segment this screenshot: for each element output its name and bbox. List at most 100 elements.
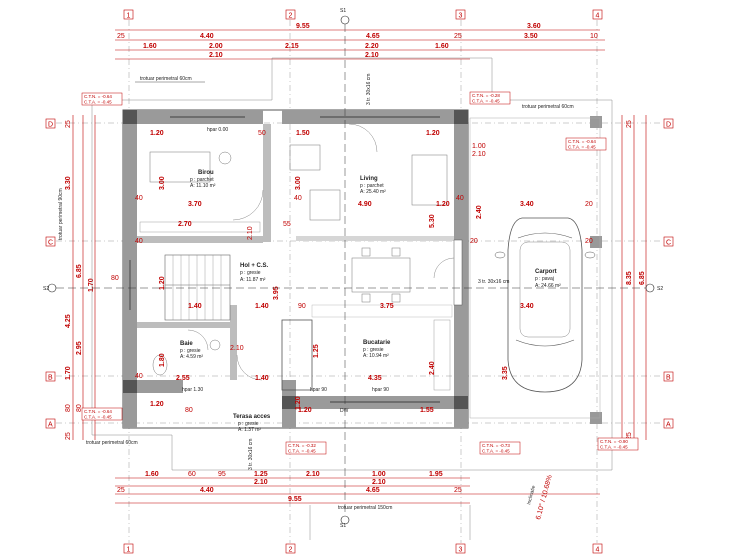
corner-columns xyxy=(123,110,602,424)
furniture xyxy=(139,144,453,391)
idim-43: 2.10 xyxy=(230,345,244,352)
idim-40: 20 xyxy=(470,238,478,245)
dim-left-6: 1.70 xyxy=(65,366,72,380)
room-name-hol: Hol + C.S. xyxy=(240,263,269,269)
dim-top-r2-5: 10 xyxy=(590,33,598,40)
dim-right-2: 6.85 xyxy=(639,271,646,285)
note-hpar: hpar 0.00 xyxy=(207,127,228,133)
idim-29: 2.40 xyxy=(429,361,436,375)
level-3-ctn: C.T.N. = -0.64 xyxy=(84,409,112,414)
section-s2-left: S2 xyxy=(43,286,49,292)
dim-top-total: 9.55 xyxy=(296,23,310,30)
note-hpar130: hpar 1.30 xyxy=(182,387,203,393)
dim-left-3: 1.70 xyxy=(88,278,95,292)
axis-1-top: 1 xyxy=(127,13,131,20)
note-stairs-bottom: 3 tr. 30x16 cm xyxy=(248,439,254,470)
level-5-cta: C.T.A. = -0.45 xyxy=(482,449,510,454)
dim-left-1: 3.30 xyxy=(65,176,72,190)
axis-b-right: B xyxy=(666,375,671,382)
idim-19: 4.35 xyxy=(368,375,382,382)
dim-left-7: 80 xyxy=(65,404,72,412)
idim-16: 90 xyxy=(298,303,306,310)
idim-34: 1.20 xyxy=(295,396,302,410)
dim-bot-r3-1: 4.40 xyxy=(200,487,214,494)
room-area-living: A: 25.40 m² xyxy=(360,189,386,195)
axis-markers-top: 1 2 3 4 xyxy=(123,9,603,20)
idim-42: 2.10 xyxy=(247,226,254,240)
idim-11: 55 xyxy=(283,221,291,228)
level-3-cta: C.T.A. = -0.45 xyxy=(84,415,112,420)
room-area-carport: A: 24.66 m² xyxy=(535,283,561,289)
idim-37: 40 xyxy=(294,195,302,202)
idim-39: 40 xyxy=(135,373,143,380)
room-name-carport: Carport xyxy=(535,269,557,275)
room-area-baie: A: 4.59 m² xyxy=(180,354,203,360)
dim-bot-r1-1: 60 xyxy=(188,471,196,478)
room-floor-hol: p : gresie xyxy=(240,270,261,276)
idim-9: 3.40 xyxy=(520,201,534,208)
dim-bot-r1-2: 95 xyxy=(218,471,226,478)
dim-left-9: 25 xyxy=(65,432,72,440)
level-6-cta: C.T.A. = -0.45 xyxy=(600,445,628,450)
dim-top-r3b-0: 2.10 xyxy=(209,52,223,59)
idim-25: 1.20 xyxy=(150,401,164,408)
idim-38: 40 xyxy=(456,195,464,202)
room-floor-carport: p : pavaj xyxy=(535,276,554,282)
dimension-lines-top: 9.55 3.60 25 4.40 4.65 25 3.50 10 1.60 2… xyxy=(115,23,605,60)
idim-13: 3.40 xyxy=(520,303,534,310)
level-markers: C.T.N. = -0.64 C.T.A. = -0.45 C.T.N. = -… xyxy=(81,91,639,455)
dim-left-8: 80 xyxy=(76,404,83,412)
dim-top-r2-1: 4.40 xyxy=(200,33,214,40)
dim-right-0: 25 xyxy=(626,120,633,128)
idim-12: 3.75 xyxy=(380,303,394,310)
axis-b-left: B xyxy=(48,375,53,382)
note-trotuar-left: trotuar perimetral 90cm xyxy=(58,188,64,240)
level-2-cta: C.T.A. = -0.45 xyxy=(568,145,596,150)
level-1-cta: C.T.A. = -0.45 xyxy=(472,99,500,104)
door-swings xyxy=(187,123,455,381)
note-hpar90b: hpar 90 xyxy=(372,387,389,393)
windows xyxy=(129,116,440,403)
note-stairs-right: 3 tr. 30x16 cm xyxy=(478,279,509,285)
axis-4-top: 4 xyxy=(596,13,600,20)
dim-bot-r3-2: 4.65 xyxy=(366,487,380,494)
dimension-lines-bottom: 1.60 60 95 1.25 2.10 1.00 1.95 2.10 2.10… xyxy=(115,471,600,504)
car-outline xyxy=(494,217,596,393)
dim-bot-r2-0: 2.10 xyxy=(254,479,268,486)
idim-45: 80 xyxy=(185,407,193,414)
note-trotuar-150: trotuar perimetral 150cm xyxy=(338,505,392,511)
annotation-notes: trotuar perimetral 60cm trotuar perimetr… xyxy=(58,74,574,521)
axis-2-bottom: 2 xyxy=(289,547,293,554)
room-floor-birou: p : parchet xyxy=(190,177,214,183)
section-s1-bottom: S1 xyxy=(340,523,346,529)
idim-30: 3.95 xyxy=(273,286,280,300)
axis-d-left: D xyxy=(48,122,53,129)
note-panta: Inclinatie xyxy=(526,485,537,506)
level-6-ctn: C.T.N. = -0.90 xyxy=(600,439,628,444)
dim-right-4: 25 xyxy=(626,432,633,440)
room-area-bucatarie: A: 10.94 m² xyxy=(363,353,389,359)
idim-28: 5.30 xyxy=(429,214,436,228)
note-hpar90a: hpar 90 xyxy=(310,387,327,393)
level-2-ctn: C.T.N. = -0.64 xyxy=(568,139,596,144)
dim-right-1: 8.35 xyxy=(626,271,633,285)
dim-top-r2-4: 3.50 xyxy=(524,33,538,40)
room-name-birou: Birou xyxy=(198,170,214,176)
dimension-lines-right: 25 8.35 6.85 3.35 25 xyxy=(502,115,647,440)
idim-0: 1.20 xyxy=(150,130,164,137)
axis-2-top: 2 xyxy=(289,13,293,20)
dim-bot-r1-6: 1.95 xyxy=(429,471,443,478)
idim-4: 3.70 xyxy=(188,201,202,208)
idim-21: 1.20 xyxy=(298,407,312,414)
sidewalk-outlines xyxy=(91,57,613,540)
idim-27: 3.00 xyxy=(295,176,302,190)
axis-d-right: D xyxy=(666,122,671,129)
exterior-walls xyxy=(122,109,469,429)
note-trotuar-top: trotuar perimetral 60cm xyxy=(140,76,192,82)
section-s1-top: S1 xyxy=(340,8,346,14)
idim-2: 1.50 xyxy=(296,130,310,137)
axis-a-left: A xyxy=(48,422,53,429)
staircase xyxy=(164,254,231,321)
room-name-bucatarie: Bucatarie xyxy=(363,340,391,346)
dim-bot-r1-5: 1.00 xyxy=(372,471,386,478)
